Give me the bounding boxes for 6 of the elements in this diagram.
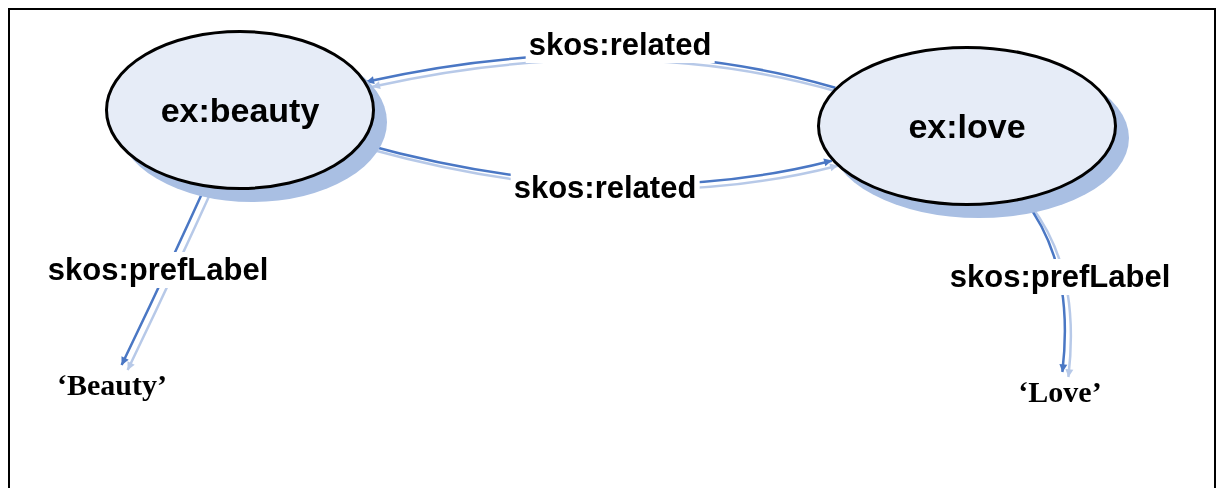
literal-text: ‘Love’ — [1018, 375, 1102, 409]
concept-name: ex:beauty — [160, 90, 320, 130]
concept-ellipse — [817, 46, 1117, 206]
concept-ellipse — [105, 30, 375, 190]
concept-name: ex:love — [908, 106, 1026, 146]
literal-text: ‘Beauty’ — [57, 368, 167, 402]
